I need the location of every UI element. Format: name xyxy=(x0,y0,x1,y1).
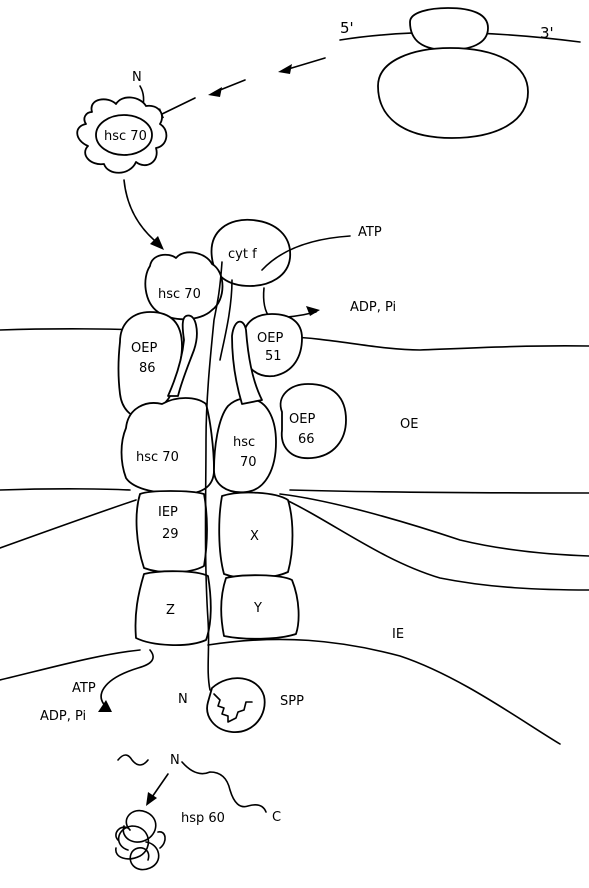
spp-label: SPP xyxy=(280,694,304,709)
adp-pi-top-label: ADP, Pi xyxy=(350,300,396,315)
transit-peptide-fragment xyxy=(118,755,148,765)
n-terminus-bottom: N xyxy=(178,692,188,707)
svg-text:hsc 70: hsc 70 xyxy=(158,287,201,302)
svg-text:29: 29 xyxy=(162,527,179,542)
hsc70-precursor-complex: N hsc 70 xyxy=(77,70,166,173)
hsp60-folding: N C hsp 60 xyxy=(116,753,281,870)
atp-bottom-label: ATP xyxy=(72,681,96,696)
ribosome: 5' 3' xyxy=(340,8,580,138)
svg-text:86: 86 xyxy=(139,361,156,376)
svg-text:OEP: OEP xyxy=(257,331,283,346)
ie-label: IE xyxy=(392,627,404,642)
translation-arrow xyxy=(150,58,325,120)
svg-text:cyt f: cyt f xyxy=(228,247,257,262)
n-terminus-top: N xyxy=(132,70,142,85)
inner-envelope-outer-leaflet xyxy=(0,500,136,548)
mature-protein-chain xyxy=(182,762,266,812)
svg-text:70: 70 xyxy=(240,455,257,470)
svg-text:Z: Z xyxy=(166,603,175,618)
svg-text:hsc 70: hsc 70 xyxy=(104,129,147,144)
ribosome-small-subunit xyxy=(410,8,488,50)
ribosome-large-subunit xyxy=(378,48,528,138)
svg-text:X: X xyxy=(250,529,259,544)
targeting-arrow xyxy=(124,180,164,250)
stromal-processing: ATP ADP, Pi N SPP xyxy=(40,650,304,732)
hsp60-label: hsp 60 xyxy=(181,811,225,826)
folded-protein xyxy=(116,811,165,870)
five-prime-label: 5' xyxy=(340,19,354,37)
outer-envelope-outer-leaflet xyxy=(0,329,135,330)
svg-text:51: 51 xyxy=(265,349,282,364)
oe-label: OE xyxy=(400,417,418,432)
svg-text:66: 66 xyxy=(298,432,315,447)
svg-text:hsc 70: hsc 70 xyxy=(136,450,179,465)
c-terminus-label: C xyxy=(272,810,281,825)
translocon: cyt f ATP hsc 70 ADP, Pi OEP 86 OEP 51 O… xyxy=(119,220,419,690)
svg-text:Y: Y xyxy=(253,601,262,616)
atp-top-label: ATP xyxy=(358,225,382,240)
adp-pi-bottom-label: ADP, Pi xyxy=(40,709,86,724)
svg-text:OEP: OEP xyxy=(131,341,157,356)
outer-envelope-inner-leaflet xyxy=(0,489,130,490)
svg-text:hsc: hsc xyxy=(233,435,255,450)
svg-text:OEP: OEP xyxy=(289,412,315,427)
three-prime-label: 3' xyxy=(540,24,554,42)
spp xyxy=(207,678,265,732)
hsc70-left xyxy=(122,398,215,494)
svg-text:IEP: IEP xyxy=(158,505,178,520)
hsc70-top xyxy=(145,252,222,319)
n-peptide-label: N xyxy=(170,753,180,768)
